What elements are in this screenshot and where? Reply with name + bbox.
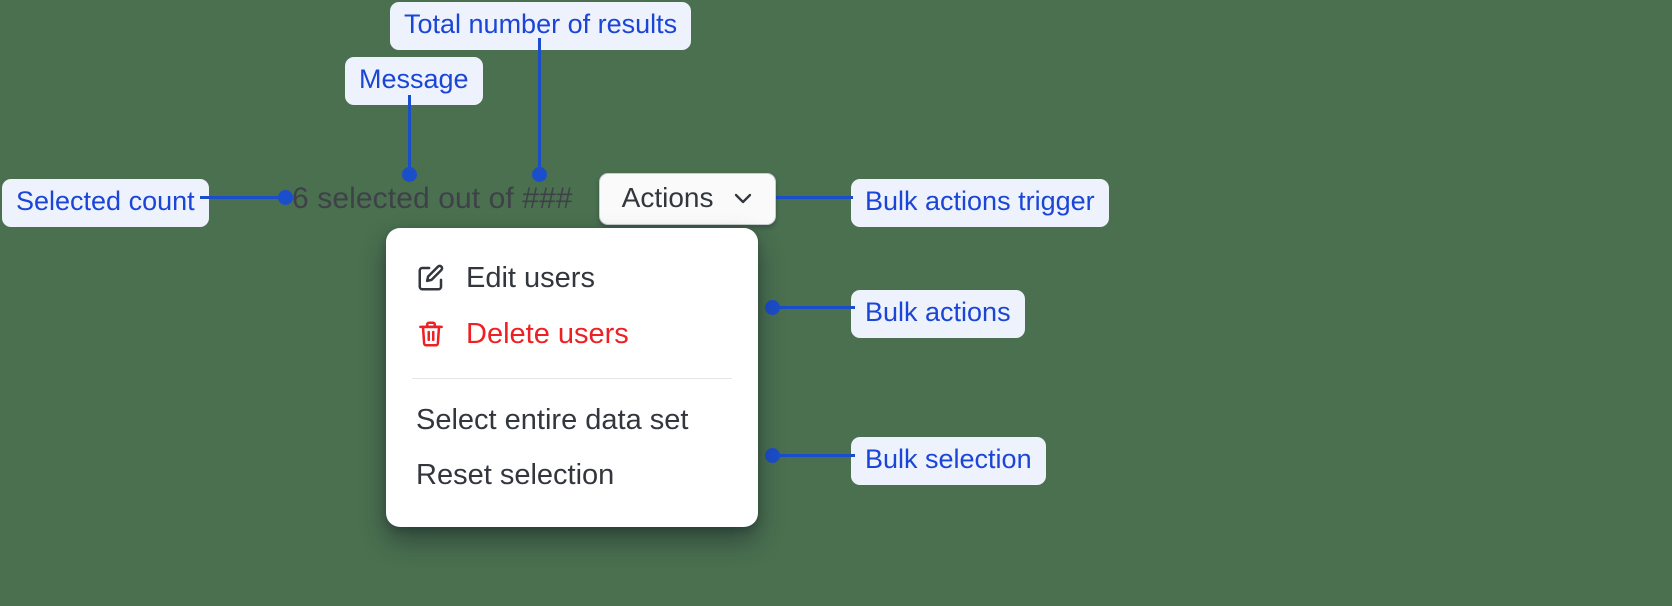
trash-icon	[416, 319, 446, 349]
connector-dot-selected-count	[278, 190, 293, 205]
bulk-actions-trigger-label: Actions	[621, 182, 714, 213]
menu-item-reset-selection-label: Reset selection	[416, 459, 615, 491]
connector-dot-message	[402, 167, 417, 182]
menu-item-select-entire-data-set[interactable]: Select entire data set	[386, 393, 758, 448]
menu-separator	[412, 378, 732, 379]
menu-item-reset-selection[interactable]: Reset selection	[386, 448, 758, 503]
annotation-label-bulk-actions: Bulk actions	[851, 290, 1025, 338]
connector-dot-bulk-actions	[765, 300, 780, 315]
menu-item-select-entire-data-set-label: Select entire data set	[416, 404, 689, 436]
connector-line-message	[408, 95, 411, 175]
bulk-actions-trigger-button[interactable]: Actions	[598, 173, 777, 225]
connector-line-bulk-selection	[770, 454, 855, 457]
menu-item-edit-users-label: Edit users	[466, 261, 595, 294]
menu-item-edit-users[interactable]: Edit users	[386, 250, 758, 306]
annotation-label-message: Message	[345, 57, 483, 105]
annotation-label-selected-count: Selected count	[2, 179, 209, 227]
bulk-actions-bar: 6 selected out of ### Actions	[292, 173, 777, 225]
connector-line-bulk-actions-trigger	[765, 196, 853, 199]
bulk-actions-menu: Edit users Delete users Select entire da…	[386, 228, 758, 527]
annotation-label-bulk-selection: Bulk selection	[851, 437, 1046, 485]
selected-count-message: 6 selected out of ###	[292, 182, 573, 215]
connector-dot-total-number-of-results	[532, 167, 547, 182]
connector-line-selected-count	[200, 196, 286, 199]
connector-line-total-number-of-results	[538, 38, 541, 174]
connector-dot-bulk-selection	[765, 448, 780, 463]
edit-icon	[416, 263, 446, 293]
chevron-down-icon	[731, 186, 755, 210]
connector-line-bulk-actions	[770, 306, 855, 309]
menu-item-delete-users-label: Delete users	[466, 317, 629, 350]
annotation-label-bulk-actions-trigger: Bulk actions trigger	[851, 179, 1109, 227]
menu-item-delete-users[interactable]: Delete users	[386, 306, 758, 362]
